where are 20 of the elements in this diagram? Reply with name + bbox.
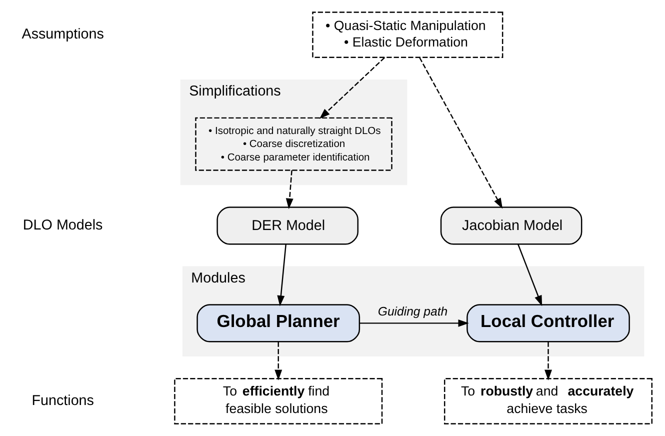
arrow bbox=[418, 57, 502, 209]
node-box: DER Model bbox=[216, 206, 358, 245]
node-box: Local Controller bbox=[466, 304, 630, 342]
node-box: • Quasi-Static Manipulation • Elastic Deformation bbox=[312, 12, 503, 58]
node-box: • Isotropic and naturally straight DLOs • Coarse discretization • Coarse parameter identification bbox=[194, 117, 392, 171]
label: Functions bbox=[31, 392, 94, 409]
node-box: To robustly and accurately achieve tasks bbox=[443, 378, 652, 424]
node-box: Global Planner bbox=[196, 304, 360, 342]
arrow bbox=[318, 57, 385, 119]
arrow bbox=[517, 244, 542, 306]
arrow bbox=[274, 342, 282, 380]
label: DLO Models bbox=[22, 217, 102, 234]
arrow bbox=[359, 319, 468, 327]
edge-label: Guiding path bbox=[377, 304, 448, 319]
label: Assumptions bbox=[21, 26, 104, 43]
arrow bbox=[276, 244, 286, 306]
arrow bbox=[544, 342, 552, 380]
node-box: Jacobian Model bbox=[440, 206, 582, 245]
node-box: To efficiently find feasible solutions bbox=[174, 378, 382, 424]
arrow bbox=[285, 170, 293, 210]
